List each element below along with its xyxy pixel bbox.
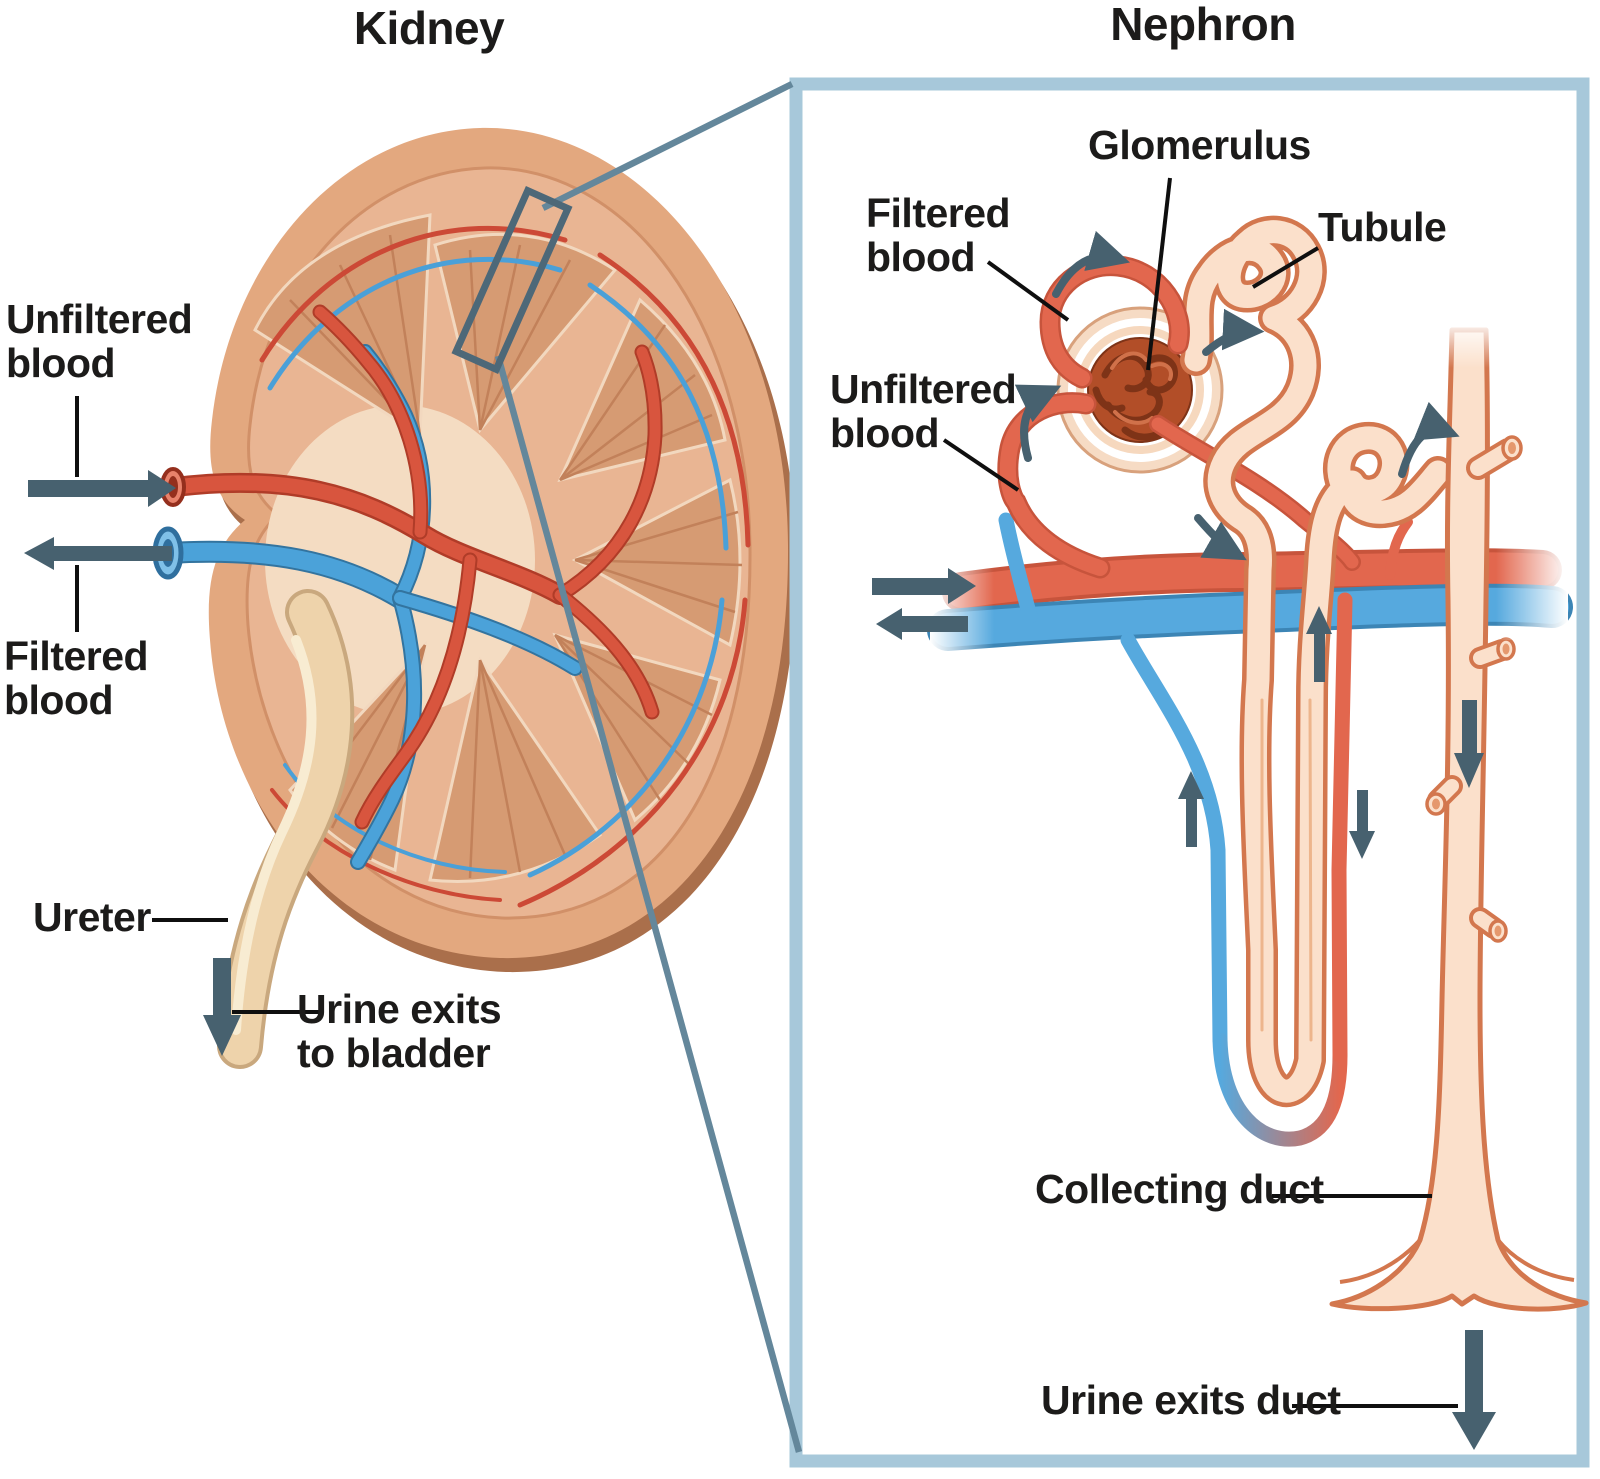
vessel-fade-left [930,556,994,658]
label-unfiltered-blood-nephron: Unfiltered blood [830,366,1017,456]
curved-arrow-filtered [1052,230,1130,298]
flow-arrow-artery-down [1349,790,1375,859]
flow-arrow-vein-up [1178,771,1204,847]
flow-arrow-urine-down [203,958,241,1056]
flow-arrow-urine-exit [1452,1330,1496,1450]
efferent-arteriole [1149,415,1361,571]
label-urine-exits-bladder: Urine exits to bladder [297,986,502,1076]
flow-arrow-filtered-out [876,608,968,640]
label-tubule: Tubule [1318,204,1447,250]
nephron-illustration [872,215,1589,1450]
tubule-graphic [1180,215,1454,1108]
label-collecting-duct: Collecting duct [1035,1166,1324,1212]
ureter-tube [217,589,355,1069]
nephron-title: Nephron [1110,0,1296,50]
leader-tubule [1251,246,1320,289]
label-glomerulus: Glomerulus [1088,122,1311,168]
label-unfiltered-blood-kidney: Unfiltered blood [6,296,193,386]
curved-arrow-distal-to-duct [1398,401,1460,478]
collecting-duct-graphic [1329,327,1589,1312]
kidney-illustration [152,127,797,1069]
curved-arrow-to-tubule [1202,308,1265,356]
kidney-flow-arrows [24,470,241,1056]
flow-arrow-ascending-up [1306,606,1332,682]
leader-lines [75,177,1458,1408]
label-urine-exits-duct: Urine exits duct [1041,1377,1341,1423]
flow-arrow-unfiltered-blood-in [28,470,176,507]
zoom-rectangle [451,186,573,374]
leader-unfiltered-nephron [942,438,1020,492]
nephron-curved-arrows [1014,230,1460,561]
renal-artery [160,304,663,830]
leader-glomerulus [1146,177,1172,371]
flow-arrow-filtered-blood-out [24,537,172,570]
duct-fade-top [1430,320,1492,368]
label-filtered-blood-nephron: Filtered blood [866,190,1011,280]
label-filtered-blood-kidney: Filtered blood [4,633,149,723]
leader-filtered-nephron [986,260,1070,322]
label-ureter: Ureter [33,894,151,940]
curved-arrow-unfiltered [1014,384,1062,462]
curved-arrow-proximal-down [1194,514,1247,561]
nephron-flow-arrows [872,568,1496,1450]
flow-arrow-unfiltered-in [872,568,976,604]
flow-arrow-duct-down [1454,700,1484,788]
kidney-title: Kidney [353,2,505,54]
zoom-indicator [451,81,803,1453]
zoom-connector-line-top [541,81,794,211]
vessel-fade-right [1496,544,1568,640]
zoom-connector-line-bottom [494,355,803,1453]
